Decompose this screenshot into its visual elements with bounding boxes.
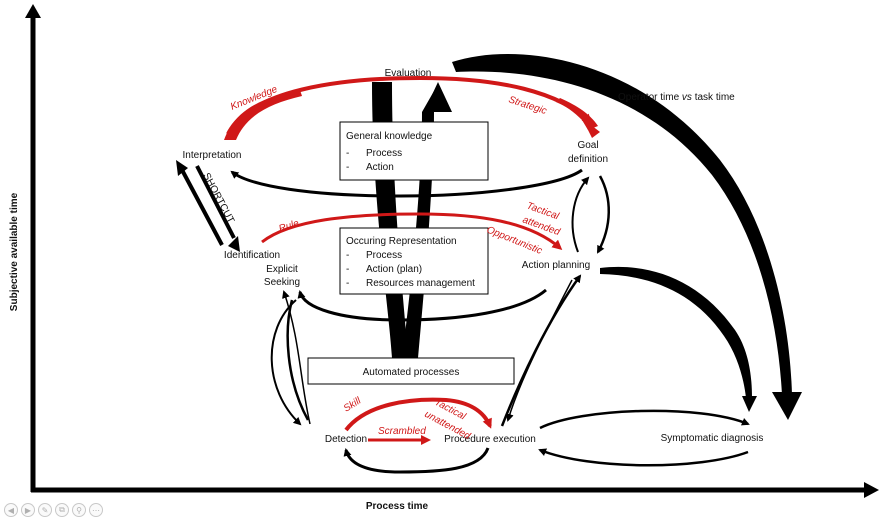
execution-diagnosis-upper-arc — [539, 409, 750, 430]
svg-text:-: - — [346, 278, 349, 289]
node-explicit-seeking-line1: Explicit — [266, 264, 298, 275]
occurring-representation-title: Occuring Representation — [346, 236, 457, 247]
label-scrambled: Scrambled — [378, 426, 426, 437]
occurring-representation-item: Process — [366, 250, 402, 261]
general-knowledge-item: Action — [366, 162, 394, 173]
general-knowledge-box: General knowledge - Process - Action — [339, 121, 489, 181]
goal-action-loop — [596, 175, 610, 254]
node-interpretation: Interpretation — [183, 150, 242, 161]
node-goal-definition-line2: definition — [568, 154, 608, 165]
x-axis-title: Process time — [366, 501, 429, 512]
goal-to-interpretation-arc — [230, 168, 583, 198]
skill-tactical-arc — [344, 397, 492, 432]
copy-icon[interactable]: ⧉ — [55, 503, 69, 517]
node-detection: Detection — [325, 434, 367, 445]
planning-to-seeking-arc — [297, 288, 547, 322]
node-procedure-execution: Procedure execution — [444, 434, 536, 445]
pen-icon[interactable]: ✎ — [38, 503, 52, 517]
x-axis — [31, 482, 879, 498]
svg-text:-: - — [346, 250, 349, 261]
operator-time-label: Operator time vs task time — [618, 92, 735, 103]
viewer-toolbar: ◀ ▶ ✎ ⧉ ⚲ ⋯ — [4, 503, 103, 519]
label-skill: Skill — [342, 395, 364, 414]
y-axis-title: Subjective available time — [9, 192, 20, 311]
node-action-planning: Action planning — [522, 260, 590, 271]
seeking-detection-loop — [270, 299, 302, 426]
x-axis-arrowhead — [864, 482, 879, 498]
thick-arrow-up-head — [424, 82, 452, 112]
node-identification: Identification — [224, 250, 280, 261]
automated-processes-box: Automated processes — [307, 357, 515, 385]
back-icon[interactable]: ◀ — [4, 503, 18, 517]
svg-text:-: - — [346, 264, 349, 275]
forward-icon[interactable]: ▶ — [21, 503, 35, 517]
thick-arrow-diagnosis-head — [772, 392, 802, 420]
node-explicit-seeking-line2: Seeking — [264, 277, 300, 288]
node-goal-definition-line1: Goal — [577, 140, 598, 151]
y-axis — [25, 4, 41, 492]
occurring-representation-box: Occuring Representation - Process - Acti… — [339, 227, 489, 295]
node-symptomatic-diagnosis: Symptomatic diagnosis — [661, 433, 764, 444]
y-axis-arrowhead — [25, 4, 41, 18]
shortcut-arrow-up — [195, 165, 236, 239]
rule-tactical-arc — [261, 212, 563, 250]
shortcut-arrow-down — [179, 167, 224, 246]
automated-processes-title: Automated processes — [363, 367, 460, 378]
svg-text:-: - — [346, 162, 349, 173]
node-evaluation: Evaluation — [385, 68, 432, 79]
zoom-icon[interactable]: ⚲ — [72, 503, 86, 517]
more-icon[interactable]: ⋯ — [89, 503, 103, 517]
general-knowledge-item: Process — [366, 148, 402, 159]
execution-diagnosis-lower-arc — [538, 448, 749, 467]
arrow-planning-to-diagnosis — [600, 266, 752, 398]
svg-text:-: - — [346, 148, 349, 159]
execution-to-detection-arc — [343, 447, 490, 474]
occurring-representation-item: Action (plan) — [366, 264, 422, 275]
general-knowledge-title: General knowledge — [346, 131, 433, 142]
occurring-representation-item: Resources management — [366, 278, 475, 289]
label-rule: Rule — [278, 218, 301, 235]
label-strategic: Strategic — [507, 94, 548, 117]
